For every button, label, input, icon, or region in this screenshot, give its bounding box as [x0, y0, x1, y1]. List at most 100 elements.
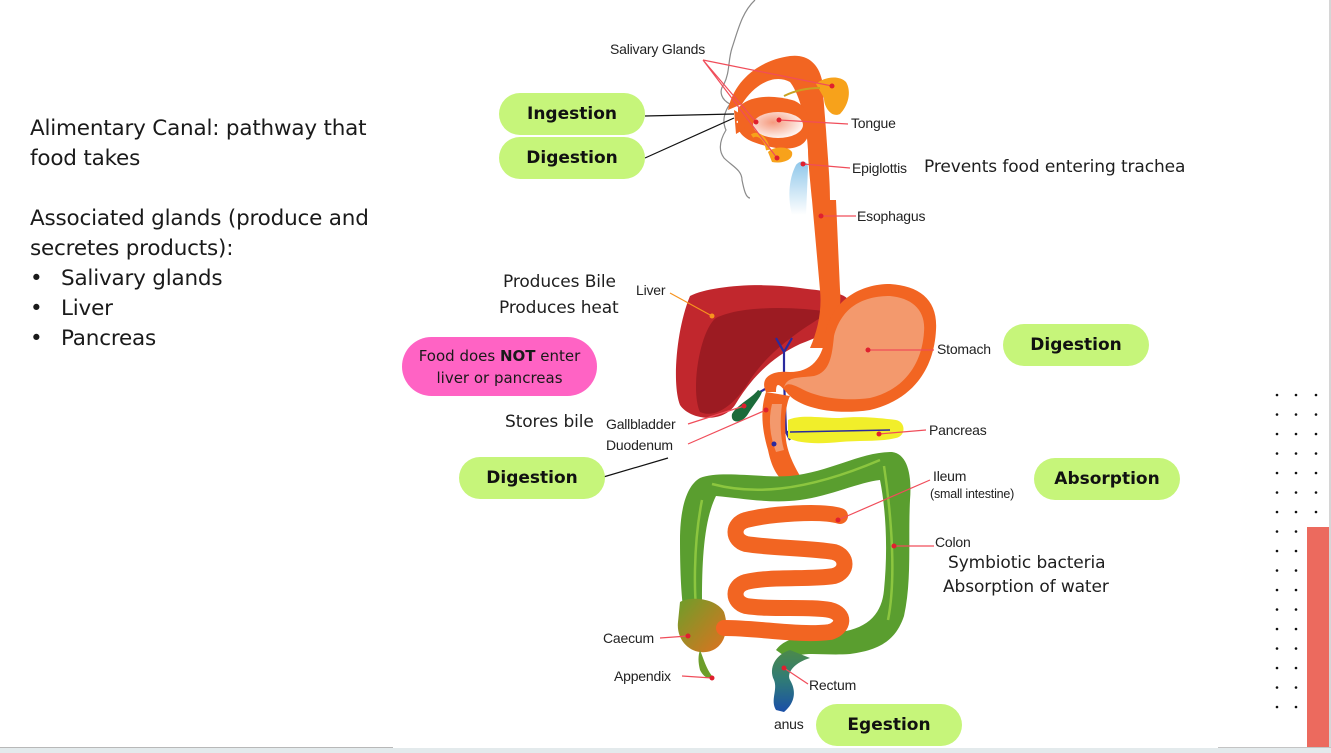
label-salivary-glands: Salivary Glands [610, 41, 706, 57]
parotid-duct [783, 87, 821, 97]
gland-item: •Pancreas [30, 324, 390, 354]
pill-digestion-stomach: Digestion [1003, 324, 1149, 366]
decorative-dot [1294, 608, 1298, 611]
decorative-dot [1294, 432, 1298, 436]
colon-band-top [711, 458, 881, 492]
decorative-dot [1294, 413, 1298, 416]
liver-leader [669, 292, 713, 317]
slide-divider-left [0, 747, 393, 748]
note-colon-water: Absorption of water [943, 577, 1109, 597]
decorative-dot [1294, 588, 1298, 592]
liver-dot [709, 313, 715, 319]
gland-label: Liver [61, 296, 113, 321]
pill-egestion: Egestion [816, 704, 962, 746]
label-rectum: Rectum [809, 677, 857, 693]
side-panel: Alimentary Canal: pathway that food take… [30, 114, 390, 354]
bile-duct-dot [771, 441, 777, 447]
decorative-dot [1275, 432, 1279, 436]
appendix [698, 650, 712, 678]
gland-item: • Liver [30, 294, 390, 324]
parotid-gland [816, 77, 849, 115]
esophagus-lower [810, 200, 841, 348]
decorative-dot [1294, 666, 1298, 670]
pancreas [788, 416, 904, 444]
decorative-dot [1275, 530, 1279, 533]
decorative-dot [1294, 530, 1298, 533]
alimentary-canal-definition: Alimentary Canal: pathway that food take… [30, 116, 367, 171]
pill-digestion-mouth: Digestion [499, 137, 645, 179]
decorative-dot [1275, 393, 1279, 397]
note-colon-bacteria: Symbiotic bacteria [948, 553, 1106, 573]
warning-pill: Food does NOT enter liver or pancreas [402, 337, 597, 396]
decorative-dot [1275, 588, 1279, 592]
bullet-icon: • [30, 296, 43, 321]
gland-item: •Salivary glands [30, 264, 390, 294]
warning-line-1: Food does NOT enter [419, 345, 581, 367]
decorative-dot [1275, 510, 1279, 514]
submandibular-gland [768, 147, 793, 163]
bullet-icon: • [30, 326, 43, 351]
slide-edge [1329, 0, 1331, 748]
label-ileum: Ileum [933, 468, 967, 484]
decorative-dot [1275, 491, 1279, 494]
label-tongue: Tongue [851, 115, 896, 131]
label-ileum-sub: (small intestine) [930, 487, 1015, 501]
lips [734, 110, 746, 134]
label-colon: Colon [935, 534, 971, 550]
liver-shadow [695, 308, 830, 414]
warning-text: Food does [418, 346, 500, 365]
rectum [771, 650, 810, 712]
decorative-dot [1275, 686, 1279, 689]
label-pancreas: Pancreas [929, 422, 987, 438]
decorative-dot [1314, 491, 1318, 494]
glands-list: •Salivary glands • Liver •Pancreas [30, 264, 390, 354]
decorative-dot [1275, 647, 1279, 650]
pill-absorption: Absorption [1034, 458, 1180, 500]
decorative-dot [1275, 452, 1279, 455]
note-gallbladder: Stores bile [505, 412, 594, 432]
duodenum-inner [769, 404, 784, 452]
label-esophagus: Esophagus [857, 208, 926, 224]
caecum [677, 598, 727, 653]
label-duodenum: Duodenum [606, 437, 673, 453]
stomach-lining [784, 296, 925, 400]
decorative-dot [1294, 549, 1298, 553]
decorative-dot [1275, 608, 1279, 611]
pancreatic-duct [789, 429, 891, 433]
decorative-dot [1314, 393, 1318, 397]
note-liver-heat: Produces heat [499, 298, 619, 318]
decorative-dot [1275, 705, 1279, 709]
decorative-dot [1294, 627, 1298, 631]
pill-connectors [599, 113, 735, 479]
decorative-dot [1294, 491, 1298, 494]
decorative-dot [1275, 413, 1279, 416]
colon-band-right [882, 465, 894, 621]
associated-glands-intro: Associated glands (produce and secretes … [30, 206, 369, 261]
gallbladder [731, 390, 762, 422]
label-gallbladder: Gallbladder [606, 416, 676, 432]
colon [680, 452, 911, 660]
trachea [789, 161, 808, 215]
decorative-dot [1294, 647, 1298, 650]
warning-emphasis: NOT [499, 346, 536, 365]
decorative-dot [1314, 432, 1318, 436]
bullet-icon: • [30, 266, 43, 291]
pill-ingestion: Ingestion [499, 93, 645, 135]
head-outline [719, 0, 756, 199]
pill-digestion-duodenum: Digestion [459, 457, 605, 499]
decorative-dot [1314, 471, 1318, 475]
warning-line-2: liver or pancreas [436, 368, 563, 387]
label-epiglottis: Epiglottis [852, 160, 907, 176]
note-liver-bile: Produces Bile [503, 272, 616, 292]
dot-pattern-decoration [1275, 393, 1318, 709]
note-epiglottis: Prevents food entering trachea [924, 157, 1186, 177]
decorative-dot [1275, 549, 1279, 553]
small-intestine [716, 505, 853, 642]
label-liver: Liver [636, 282, 666, 298]
label-caecum: Caecum [603, 630, 654, 646]
decorative-dot [1275, 569, 1279, 572]
decorative-dot [1314, 413, 1318, 416]
decorative-dot [1294, 471, 1298, 475]
label-anus: anus [774, 716, 804, 732]
